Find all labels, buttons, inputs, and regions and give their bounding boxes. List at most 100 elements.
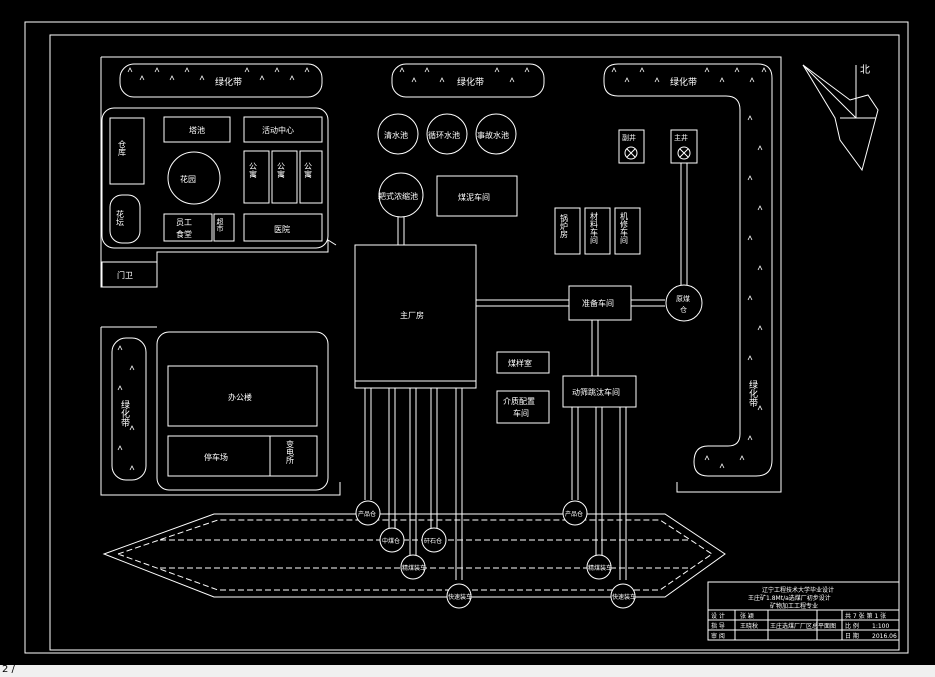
svg-text:审 阅: 审 阅 xyxy=(711,632,725,640)
svg-text:循环水池: 循环水池 xyxy=(428,130,460,140)
svg-text:员工: 员工 xyxy=(176,218,192,227)
svg-text:矸石仓: 矸石仓 xyxy=(424,537,442,545)
svg-text:主井: 主井 xyxy=(674,133,688,142)
svg-text:煤样室: 煤样室 xyxy=(508,358,532,368)
svg-text:办公楼: 办公楼 xyxy=(228,392,252,402)
svg-text:公寓: 公寓 xyxy=(277,162,286,179)
supermarket xyxy=(213,213,235,242)
apartment-3 xyxy=(299,150,323,204)
status-text: 2 / xyxy=(2,664,15,675)
svg-text:塔池: 塔池 xyxy=(189,125,205,135)
garden xyxy=(167,151,221,205)
svg-text:仓库: 仓库 xyxy=(118,139,127,157)
svg-text:副井: 副井 xyxy=(622,133,636,142)
svg-text:快速装车: 快速装车 xyxy=(448,593,472,601)
svg-text:指 导: 指 导 xyxy=(711,622,725,630)
svg-text:仓: 仓 xyxy=(680,305,687,314)
svg-text:绿化带: 绿化带 xyxy=(747,379,758,408)
inner-frame xyxy=(49,34,900,651)
svg-text:快速装车: 快速装车 xyxy=(612,593,636,601)
svg-text:动筛跳汰车间: 动筛跳汰车间 xyxy=(572,387,620,397)
svg-text:食堂: 食堂 xyxy=(176,229,192,239)
site-boundary xyxy=(100,57,337,288)
svg-text:停车场: 停车场 xyxy=(204,452,228,462)
clear-water-pool xyxy=(377,113,419,155)
svg-text:绿化带: 绿化带 xyxy=(215,76,242,88)
svg-text:材料车间: 材料车间 xyxy=(590,211,599,245)
title-block: 辽宁工程技术大学毕业设计 王庄矿1.8Mt/a选煤厂初步设计 矿物加工工程专业 … xyxy=(707,581,900,641)
svg-text:精煤装车: 精煤装车 xyxy=(588,564,612,572)
greenbelt-right xyxy=(603,63,773,477)
svg-text:主厂房: 主厂房 xyxy=(400,310,424,320)
svg-text:王庄矿1.8Mt/a选煤厂初步设计: 王庄矿1.8Mt/a选煤厂初步设计 xyxy=(748,594,831,602)
svg-text:介质配置: 介质配置 xyxy=(503,396,535,406)
greenbelt-top-left xyxy=(119,63,323,98)
tree-marks xyxy=(117,67,767,471)
svg-text:花坛: 花坛 xyxy=(116,209,125,227)
svg-text:日 期: 日 期 xyxy=(845,632,859,640)
medium-prep xyxy=(496,390,550,424)
svg-text:绿化带: 绿化带 xyxy=(119,399,130,428)
svg-text:王庄选煤厂厂区总平面图: 王庄选煤厂厂区总平面图 xyxy=(770,622,836,630)
svg-text:中煤仓: 中煤仓 xyxy=(382,537,400,545)
screen-workshop xyxy=(562,375,637,408)
circulating-pool xyxy=(426,113,468,155)
canteen xyxy=(163,213,213,242)
substation xyxy=(269,435,318,477)
loading-bins: 产品仓 中煤仓 矸石仓 精煤装车 快速装车 产品仓 精煤装车 快速装车 xyxy=(355,500,636,609)
svg-text:公寓: 公寓 xyxy=(304,162,313,179)
prep-workshop xyxy=(568,285,632,321)
svg-text:产品仓: 产品仓 xyxy=(358,510,376,518)
air-shaft xyxy=(618,129,645,164)
materials-workshop xyxy=(584,207,611,255)
svg-text:准备车间: 准备车间 xyxy=(582,298,614,308)
svg-text:原煤: 原煤 xyxy=(676,294,690,303)
living-area-block xyxy=(101,107,329,249)
svg-text:医院: 医院 xyxy=(274,224,290,234)
apartment-2 xyxy=(271,150,298,204)
office-block xyxy=(156,331,329,491)
repair-workshop xyxy=(614,207,641,255)
svg-text:产品仓: 产品仓 xyxy=(565,510,583,518)
slime-workshop xyxy=(436,175,518,217)
svg-text:煤泥车间: 煤泥车间 xyxy=(458,192,490,202)
status-bar: 2 / xyxy=(0,664,935,677)
boiler-room xyxy=(554,207,581,255)
svg-text:机修车间: 机修车间 xyxy=(620,211,629,245)
svg-text:矿物加工工程专业: 矿物加工工程专业 xyxy=(770,602,818,610)
conveyor-lines xyxy=(364,388,627,580)
svg-text:车间: 车间 xyxy=(513,408,529,418)
north-arrow-icon: 北 xyxy=(802,64,879,172)
svg-text:清水池: 清水池 xyxy=(384,130,408,140)
greenbelt-left-lower xyxy=(111,337,147,481)
activity-center xyxy=(243,116,323,143)
svg-text:2016.06: 2016.06 xyxy=(872,633,897,640)
svg-text:精煤装车: 精煤装车 xyxy=(402,564,426,572)
svg-text:比 例: 比 例 xyxy=(845,622,859,630)
warehouse xyxy=(109,117,145,185)
hospital xyxy=(243,213,323,242)
svg-text:事故水池: 事故水池 xyxy=(477,130,509,140)
greenbelt-left-small xyxy=(109,194,141,244)
office-building xyxy=(167,365,318,427)
svg-text:王晓秋: 王晓秋 xyxy=(740,622,758,630)
svg-text:超市: 超市 xyxy=(216,217,224,233)
tower-pool xyxy=(163,116,231,143)
raw-coal-bunker xyxy=(665,284,703,322)
svg-text:共 7 张 第 1 张: 共 7 张 第 1 张 xyxy=(845,612,886,620)
sample-room xyxy=(496,351,550,374)
svg-text:北: 北 xyxy=(860,64,870,76)
svg-text:锅炉房: 锅炉房 xyxy=(560,213,569,239)
apartment-1 xyxy=(243,150,270,204)
svg-text:绿化带: 绿化带 xyxy=(457,76,484,88)
outer-frame xyxy=(24,21,909,654)
svg-text:活动中心: 活动中心 xyxy=(262,125,294,135)
svg-text:设 计: 设 计 xyxy=(711,612,725,620)
svg-text:辽宁工程技术大学毕业设计: 辽宁工程技术大学毕业设计 xyxy=(762,586,834,594)
greenbelt-top-mid xyxy=(391,63,545,98)
svg-text:变电所: 变电所 xyxy=(286,439,295,465)
svg-text:公寓: 公寓 xyxy=(249,162,258,179)
gate xyxy=(101,261,158,288)
svg-text:门卫: 门卫 xyxy=(117,270,133,280)
